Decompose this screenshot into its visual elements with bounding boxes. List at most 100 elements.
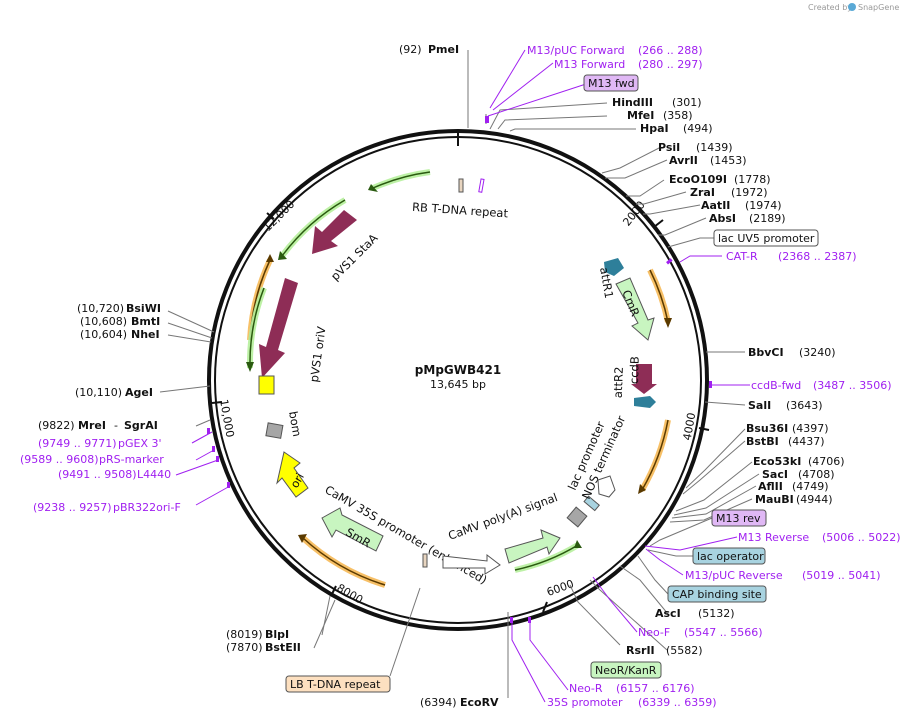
enz-bsiwi: BsiWI [126, 302, 161, 315]
tick-10000 [211, 401, 223, 404]
right-primer-lines [592, 384, 750, 633]
camv35s-marker [422, 553, 428, 568]
cap-site-label: CAP binding site [672, 588, 762, 601]
enz-bsu36i-pos: (4397) [792, 422, 829, 435]
arrowhead-green4 [574, 540, 582, 548]
enz-eco53ki: Eco53kI [753, 455, 801, 468]
enz-saci-pos: (4708) [798, 468, 835, 481]
enz-absi: AbsI [709, 212, 736, 225]
cap-site-box [667, 585, 767, 603]
enz-ecoo109i: EcoO109I [669, 173, 727, 186]
snapgene-logo-icon [848, 3, 856, 11]
enz-sgrai: SgrAI [124, 419, 158, 432]
enz-nhei: NheI [131, 328, 160, 341]
enz-mrei: MreI [78, 419, 106, 432]
enz-aatii-pos: (1974) [745, 199, 782, 212]
arrowhead-green1 [368, 184, 378, 192]
left-primer-lines [175, 431, 231, 506]
enz-bsteii-pos: (7870) [226, 641, 263, 654]
primer-35s-range: (6339 .. 6359) [638, 696, 717, 709]
pvs1-oriv-box [258, 375, 275, 395]
created-by-label: Created by [808, 3, 852, 12]
enz-zrai-pos: (1972) [731, 186, 768, 199]
enz-ecorv-pos: (6394) [420, 696, 457, 709]
lac-operator-label: lac operator [697, 550, 764, 563]
neor-kanr-box [590, 661, 662, 679]
enz-rsrii-pos: (5582) [666, 644, 703, 657]
primer-prs: pRS-marker [99, 453, 164, 466]
bom-box [265, 422, 284, 439]
enz-bbvci-pos: (3240) [799, 346, 836, 359]
enz-rsrii: RsrII [626, 644, 655, 657]
enz-hindiii-pos: (301) [672, 96, 702, 109]
tick-label-4000: 4000 [681, 412, 699, 442]
primer-pgex-range: (9749 .. 9771) [38, 437, 117, 450]
enz-absi-pos: (2189) [749, 212, 786, 225]
tick-8000 [330, 585, 337, 597]
enz-pmei-pos: (92) [399, 43, 422, 56]
tick-6000 [542, 601, 548, 613]
feat-pvs1-oriv: pVS1 oriV [307, 325, 329, 383]
brand-label: SnapGene [858, 3, 899, 12]
primer-l4440: L4440 [137, 468, 171, 481]
cmr-arrow [615, 277, 655, 341]
enz-bmti: BmtI [131, 315, 160, 328]
enz-ecorv: EcoRV [460, 696, 499, 709]
l4440-site [216, 456, 219, 462]
enz-zrai: ZraI [690, 186, 715, 199]
left-leader-lines [159, 310, 215, 427]
enz-psii-pos: (1439) [696, 141, 733, 154]
primer-l4440-range: (9491 .. 9508) [58, 468, 137, 481]
arrowhead-right1 [664, 318, 672, 328]
enz-saci: SacI [762, 468, 788, 481]
bottom-leader-lines [313, 584, 621, 698]
primer-ccdb-fwd: ccdB-fwd [751, 379, 801, 392]
lb-tdna-label: LB T-DNA repeat [290, 678, 381, 691]
enz-mrei-pos: (9822) [38, 419, 75, 432]
lac-promoter-arrow [597, 475, 616, 498]
primer-m13puc-fwd: M13/pUC Forward [527, 44, 625, 57]
tick-2000 [653, 219, 664, 228]
feat-cmr: CmR [619, 288, 642, 318]
enz-bstbi: BstBI [746, 435, 779, 448]
arrowhead-right2 [638, 484, 646, 494]
ccdb-fwd-site [709, 381, 712, 388]
enz-hpai-pos: (494) [683, 122, 713, 135]
enz-maubi-pos: (4944) [796, 493, 833, 506]
primer-prs-range: (9589 .. 9608) [20, 453, 99, 466]
enz-hpai: HpaI [640, 122, 669, 135]
tick-4000 [698, 427, 710, 431]
enz-aflii: AflII [758, 480, 783, 493]
feat-attr2: attR2 [611, 366, 626, 398]
primer-m13-fwd: M13 Forward [554, 58, 625, 71]
feat-ori: ori [287, 470, 307, 490]
rb-tdna-marker [458, 178, 464, 193]
bottom-primer-lines [511, 620, 569, 703]
ccdb-arrow [631, 364, 657, 394]
enz-psii: PsiI [658, 141, 680, 154]
feat-attr1: attR1 [597, 266, 616, 299]
enz-sali-pos: (3643) [786, 399, 823, 412]
m13-fwd-label: M13 fwd [588, 77, 635, 90]
neor-kanr-label: NeoR/KanR [595, 664, 657, 677]
enz-asci: AscI [655, 607, 681, 620]
primer-m13-fwd-range: (280 .. 297) [638, 58, 703, 71]
primer-35s: 35S promoter [547, 696, 623, 709]
enz-asci-pos: (5132) [698, 607, 735, 620]
tick-12000 [266, 212, 275, 220]
enz-blpi-pos: (8019) [226, 628, 263, 641]
enz-bstbi-pos: (4437) [788, 435, 825, 448]
enz-maubi: MauBI [755, 493, 794, 506]
primer-cat-r-range: (2368 .. 2387) [778, 250, 857, 263]
ori-arrow [276, 451, 309, 498]
top-primer-lines [487, 49, 722, 263]
enz-blpi: BlpI [265, 628, 289, 641]
primer-pgex: pGEX 3' [118, 437, 162, 450]
neor-arrow [504, 529, 561, 564]
m13-rev-label: M13 rev [716, 512, 761, 525]
primer-m13-rev: M13 Reverse [738, 531, 809, 544]
primer-pbr322-range: (9238 .. 9257) [33, 501, 112, 514]
primer-neo-f: Neo-F [638, 626, 670, 639]
camv-polya-arrow [442, 553, 501, 575]
